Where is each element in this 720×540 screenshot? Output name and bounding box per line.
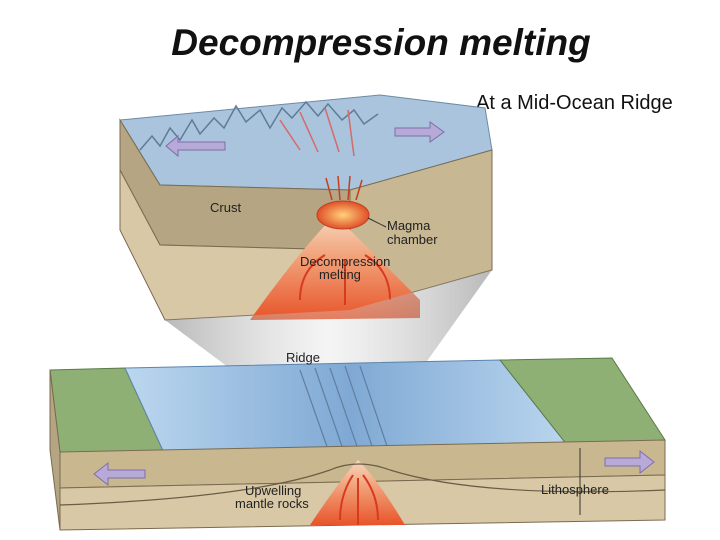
- spread-arrow-left: [165, 134, 226, 158]
- bottom-arrow-right: [604, 449, 655, 475]
- top-block: Crust Magma chamber Decompression meltin…: [119, 94, 493, 321]
- bottom-upwelling-left: [339, 474, 354, 521]
- ridge-crest: [299, 365, 391, 456]
- label-upwelling: Upwelling: [245, 483, 301, 498]
- label-crust: Crust: [210, 200, 241, 215]
- label-ridge: Ridge: [286, 350, 320, 365]
- magma-chamber: [316, 200, 370, 230]
- label-mantle-rocks: mantle rocks: [235, 496, 309, 511]
- magma-leader-line: [367, 217, 387, 228]
- label-chamber: chamber: [387, 232, 438, 247]
- top-surface-ridges: [139, 100, 379, 151]
- lithosphere-boundary: [59, 463, 666, 506]
- upwelling-arrow-right: [364, 254, 391, 301]
- spread-arrow-right: [394, 121, 445, 143]
- label-decompression: Decompression: [300, 254, 390, 269]
- label-melting: melting: [319, 267, 361, 282]
- feeder-dikes: [325, 175, 363, 201]
- bottom-block: Ridge Upwelling mantle rocks Lithosphere: [49, 350, 666, 531]
- bottom-upwelling-right: [362, 474, 379, 521]
- slide-subtitle: At a Mid-Ocean Ridge: [476, 92, 673, 114]
- label-magma: Magma: [387, 218, 431, 233]
- bottom-arrow-left: [93, 461, 146, 487]
- slide-title: Decompression melting: [171, 22, 591, 63]
- upwelling-arrow-left: [299, 254, 326, 301]
- label-lithosphere: Lithosphere: [541, 482, 609, 497]
- rift-streaks: [279, 107, 355, 157]
- ocean-surface: [124, 359, 577, 456]
- bottom-left-face: [49, 369, 61, 531]
- decompression-melt-zone: [250, 215, 420, 320]
